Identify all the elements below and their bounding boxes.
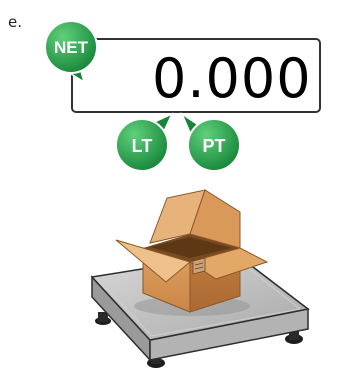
net-label: NET xyxy=(54,38,89,57)
box-label xyxy=(192,257,206,275)
display-reading: 0.000 xyxy=(152,47,312,110)
cardboard-box xyxy=(115,189,269,316)
box-back-flap-right xyxy=(189,189,241,249)
pt-label: PT xyxy=(202,136,225,156)
lt-label: LT xyxy=(132,136,153,156)
pt-indicator: PT xyxy=(180,111,241,172)
display-frame xyxy=(71,38,321,113)
box-front-flap-left xyxy=(115,239,192,283)
net-bubble xyxy=(44,20,98,74)
lt-indicator: LT xyxy=(115,112,174,172)
figure-label: e. xyxy=(8,13,22,31)
box-front-flap-right xyxy=(188,247,269,280)
lt-bubble xyxy=(115,118,169,172)
weight-display: 0.000 xyxy=(71,38,321,113)
net-indicator: NET xyxy=(44,20,98,84)
pt-bubble xyxy=(187,118,241,172)
